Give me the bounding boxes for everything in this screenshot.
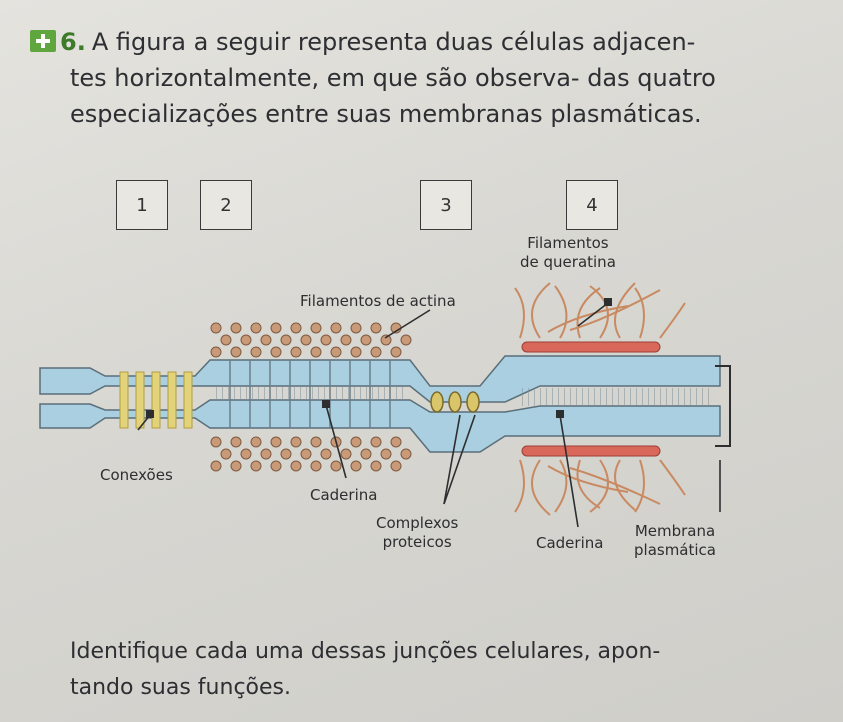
label-conexoes: Conexões xyxy=(100,466,173,484)
label-membrana-line-2: plasmática xyxy=(634,541,716,559)
label-caderina-left: Caderina xyxy=(310,486,378,504)
label-complexos-line-2: proteicos xyxy=(382,533,452,551)
cell-junctions-diagram xyxy=(39,282,731,528)
question-line-2: tes horizontalmente, em que são observa-… xyxy=(70,64,716,92)
protein-complexes xyxy=(430,391,480,413)
actin-filaments-upper xyxy=(210,322,412,358)
prompt-line-2: tando suas funções. xyxy=(70,675,291,700)
label-keratin-line-1: Filamentos xyxy=(527,234,609,252)
label-membrana: Membrana plasmática xyxy=(634,522,716,560)
question-prompt: Identifique cada uma dessas junções celu… xyxy=(70,634,810,706)
plus-icon xyxy=(30,30,56,52)
junction-box-2: 2 xyxy=(200,180,252,230)
upper-cell-membrane xyxy=(39,355,721,403)
label-complexos-line-1: Complexos xyxy=(376,514,459,532)
label-keratin-line-2: de queratina xyxy=(520,253,616,271)
junction-box-1: 1 xyxy=(116,180,168,230)
cell-junctions-figure: 1 2 3 4 Filamentos de queratina Filament… xyxy=(0,160,843,600)
question-line-1: A figura a seguir representa duas célula… xyxy=(91,28,696,56)
label-caderina-right: Caderina xyxy=(536,534,604,552)
label-keratin: Filamentos de queratina xyxy=(520,234,616,272)
adherens-cadherins xyxy=(229,360,391,428)
desmosome-plaque-upper xyxy=(521,341,661,353)
label-membrana-line-1: Membrana xyxy=(634,522,716,540)
keratin-filaments-upper xyxy=(514,282,686,339)
desmosome-plaque-lower xyxy=(521,445,661,457)
leader-lines xyxy=(137,302,721,528)
leader-arrowheads xyxy=(146,298,612,418)
prompt-line-1: Identifique cada uma dessas junções celu… xyxy=(70,639,661,664)
actin-filaments-lower xyxy=(210,436,412,472)
membrane-bracket xyxy=(715,365,731,447)
question-number: 6. xyxy=(60,28,86,56)
keratin-filaments-lower xyxy=(514,459,686,516)
junction-box-3: 3 xyxy=(420,180,472,230)
lower-cell-membrane xyxy=(39,399,721,453)
question-line-3: especializações entre suas membranas pla… xyxy=(70,100,702,128)
desmosome-hatch xyxy=(520,388,710,406)
question-statement: 6.A figura a seguir representa duas célu… xyxy=(30,24,820,132)
junction-box-4: 4 xyxy=(566,180,618,230)
label-actin: Filamentos de actina xyxy=(300,292,456,310)
label-complexos: Complexos proteicos xyxy=(376,514,458,552)
